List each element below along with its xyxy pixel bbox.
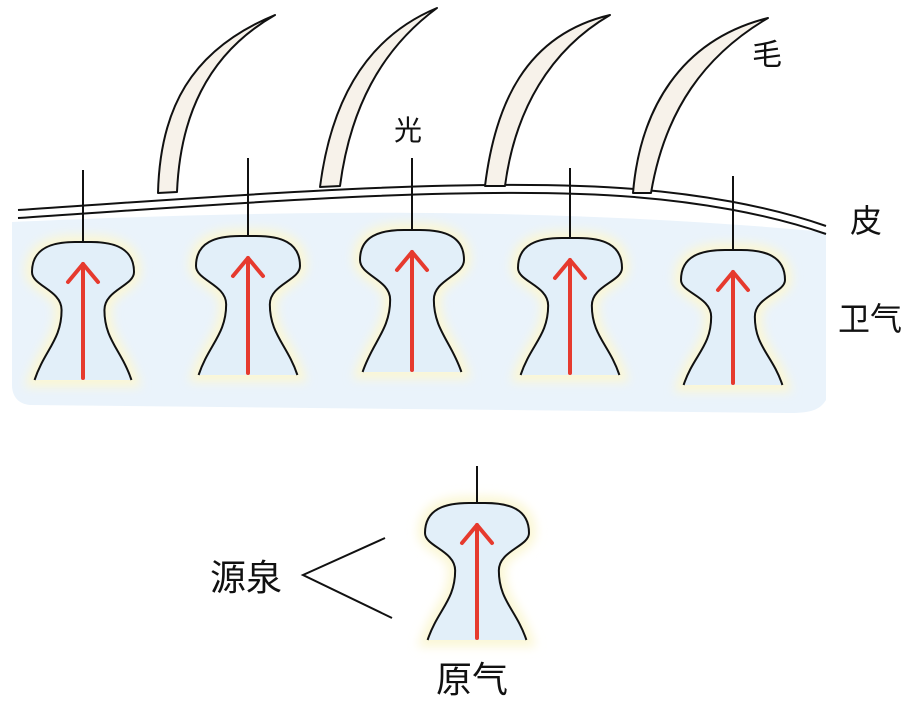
source-bracket bbox=[300, 537, 393, 619]
hair bbox=[484, 14, 611, 187]
qi-arrow bbox=[395, 250, 429, 372]
vessel bbox=[352, 147, 472, 379]
yuan-qi-label: 原气 bbox=[436, 660, 508, 701]
qi-arrow bbox=[460, 523, 494, 640]
qi-arrow bbox=[231, 256, 265, 375]
vessel bbox=[24, 159, 142, 387]
vessel bbox=[673, 165, 793, 392]
skin-line bbox=[17, 183, 827, 235]
hairs bbox=[157, 7, 769, 194]
hair-label: 毛 bbox=[752, 38, 782, 73]
source-vessel bbox=[417, 455, 537, 647]
light-label: 光 bbox=[394, 114, 422, 147]
qi-arrow bbox=[716, 270, 750, 385]
wei-qi-label: 卫气 bbox=[838, 300, 902, 338]
hair bbox=[319, 7, 438, 188]
source-spring-label: 源泉 bbox=[210, 558, 282, 599]
vessel bbox=[510, 157, 630, 382]
qi-arrow bbox=[553, 258, 587, 375]
vessels bbox=[24, 147, 793, 392]
vessel bbox=[188, 147, 308, 382]
skin-label: 皮 bbox=[850, 202, 882, 240]
vessel bbox=[417, 455, 537, 647]
qi-arrow bbox=[66, 262, 100, 380]
hair bbox=[632, 17, 769, 194]
hair bbox=[157, 14, 276, 194]
